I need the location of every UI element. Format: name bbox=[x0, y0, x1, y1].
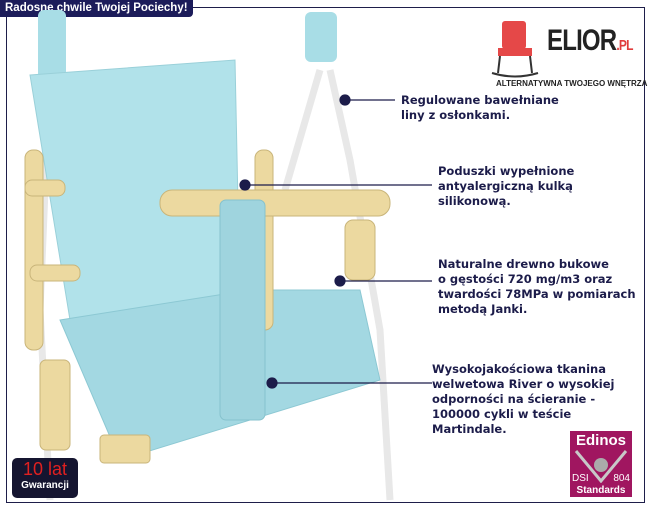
rope-cover-left bbox=[38, 10, 66, 80]
check-mark-icon bbox=[574, 450, 628, 483]
logo-name: ELIOR bbox=[547, 24, 617, 57]
callout-line: 100000 cykli w teście bbox=[432, 407, 572, 421]
callout-line: antyalergiczną kulką bbox=[438, 179, 573, 193]
callout-line: o gęstości 720 mg/m3 oraz bbox=[438, 272, 613, 286]
pointer-dot bbox=[266, 377, 278, 389]
callout-wood: Naturalne drewno bukowe o gęstości 720 m… bbox=[438, 257, 636, 317]
callout-line: odporności na ścieranie - bbox=[432, 392, 596, 406]
logo-tagline: ALTERNATYWNA TWOJEGO WNĘTRZA bbox=[496, 79, 648, 88]
callout-line: metodą Janki. bbox=[438, 302, 528, 316]
warranty-years: 10 lat bbox=[22, 459, 68, 479]
callout-ropes: Regulowane bawełniane liny z osłonkami. bbox=[401, 93, 559, 123]
callout-line: silikonową. bbox=[438, 194, 511, 208]
callout-line: Regulowane bawełniane bbox=[401, 93, 559, 107]
logo-suffix: .PL bbox=[616, 37, 633, 54]
warranty-label: Gwarancji bbox=[21, 480, 69, 491]
content-frame bbox=[6, 7, 645, 503]
badge-right: 804 bbox=[613, 473, 630, 484]
badge-brand: Edinos bbox=[575, 432, 626, 449]
edinos-badge: Edinos DSI 804 Standards bbox=[570, 431, 632, 497]
callout-line: twardości 78MPa w pomiarach bbox=[438, 287, 636, 301]
callout-line: Wysokojakościowa tkanina bbox=[432, 362, 606, 376]
callout-cushions: Poduszki wypełnione antyalergiczną kulką… bbox=[438, 164, 574, 209]
badge-label: Standards bbox=[576, 485, 626, 496]
crotch-strap bbox=[219, 199, 266, 421]
pointer-dot bbox=[334, 275, 346, 287]
pointer-dot bbox=[339, 94, 351, 106]
rope-cover-right bbox=[305, 12, 337, 62]
pointer-dot bbox=[239, 179, 251, 191]
callout-line: Martindale. bbox=[432, 422, 507, 436]
badge-left: DSI bbox=[572, 473, 589, 484]
elior-logo[interactable]: ELIOR.PL ALTERNATYWNA TWOJEGO WNĘTRZA bbox=[490, 18, 647, 92]
callout-pointers bbox=[239, 94, 432, 389]
callout-fabric: Wysokojakościowa tkanina welwetowa River… bbox=[432, 362, 614, 437]
warranty-badge: 10 lat Gwarancji bbox=[12, 458, 78, 498]
callout-line: welwetowa River o wysokiej bbox=[432, 377, 615, 391]
callout-line: Naturalne drewno bukowe bbox=[438, 257, 609, 271]
chair-icon bbox=[491, 21, 539, 78]
callout-line: liny z osłonkami. bbox=[401, 108, 511, 122]
callout-line: Poduszki wypełnione bbox=[438, 164, 575, 178]
